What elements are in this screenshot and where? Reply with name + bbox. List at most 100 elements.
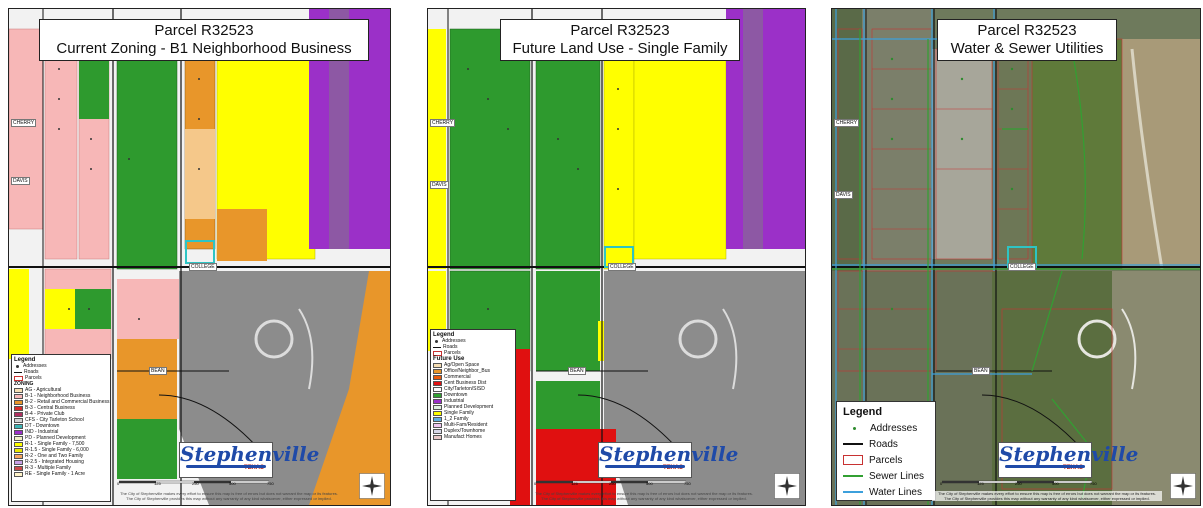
parcel-box-icon (843, 455, 863, 465)
street-label-bean: BEAN (568, 367, 586, 375)
legend-zone-label: R-3 - Multiple Family (25, 465, 71, 471)
disclaimer: The City of Stephenville makes every eff… (535, 491, 753, 501)
legend-zone-label: R-2 - One and Two Family (25, 453, 84, 459)
map-title-line1: Parcel R32523 (570, 22, 670, 39)
zone-swatch-icon (433, 392, 442, 398)
zone-swatch-icon (14, 453, 23, 459)
zone-swatch-icon (433, 428, 442, 434)
legend-zone-label: B-3 - Central Business (25, 405, 76, 411)
scale-tick-label: 750 (267, 481, 274, 486)
scale-tick-label: 250 (1015, 481, 1022, 486)
legend-zone-label: Duplex/Townhome (444, 428, 486, 434)
legend-zone-item: AG - Agricultural (14, 387, 108, 393)
legend-zone-item: R-3 - Multiple Family (14, 465, 108, 471)
zoning-map-panel: CHERRY DAVIS COLLEGE BEAN Parcel R32523 … (8, 8, 391, 506)
map-title-line1: Parcel R32523 (154, 22, 254, 39)
street-label-college: COLLEGE (189, 263, 217, 271)
legend-item-water-lines: Water Lines (843, 484, 929, 500)
zone-swatch-icon (433, 398, 442, 404)
legend-zone-label: B-4 - Private Club (25, 411, 65, 417)
legend-zone-item: Commercial (433, 374, 513, 380)
zone-swatch-icon (14, 417, 23, 423)
legend-zone-label: R-1 - Single Family - 7,500 (25, 441, 85, 447)
legend-zone-item: B-1 - Neighborhood Business (14, 393, 108, 399)
legend-zone-label: City/Tarleton/SISD (444, 386, 485, 392)
road-line-icon (14, 371, 22, 373)
street-label-bean: BEAN (149, 367, 167, 375)
north-arrow-icon (774, 473, 800, 499)
map-title-line2: Current Zoning - B1 Neighborhood Busines… (56, 40, 352, 57)
logo-swoosh (186, 465, 266, 468)
legend-zone-item: 1_2 Family (433, 416, 513, 422)
legend-zone-label: Office/Neighbor_Bus (444, 368, 491, 374)
zone-swatch-icon (433, 422, 442, 428)
legend-zone-label: Multi-Fam/Resident (444, 422, 488, 428)
legend-zone-label: Planned Development (444, 404, 494, 410)
water-line-icon (843, 491, 863, 493)
logo-text: Stephenville (599, 442, 739, 466)
road-line-icon (433, 346, 441, 348)
legend-zone-label: Industrial (444, 398, 465, 404)
legend-zone-label: CFS - City Tarleton School (25, 417, 84, 423)
parcel-box-icon (14, 375, 23, 381)
street-label-college: COLLEGE (608, 263, 636, 271)
zone-swatch-icon (433, 368, 442, 374)
legend-zone-item: R-2 - One and Two Family (14, 453, 108, 459)
legend-zone-item: Planned Development (433, 404, 513, 410)
legend-item-roads: Roads (14, 369, 108, 375)
utilities-map-panel: CHERRY DAVIS COLLEGE BEAN Parcel R32523 … (831, 8, 1201, 506)
stephenville-logo: Stephenville TEXAS (998, 442, 1138, 478)
street-label-davis: DAVIS (430, 181, 449, 189)
scale-tick-label: 750 (684, 481, 691, 486)
legend-item-addresses: Addresses (14, 363, 108, 369)
scale-tick-label: 125 (571, 481, 578, 486)
legend-zone-label: AG - Agricultural (25, 387, 62, 393)
legend-zone-item: R-2.5 - Integrated Housing (14, 459, 108, 465)
scale-tick-label: 500 (1052, 481, 1059, 486)
legend-heading: Legend (843, 406, 883, 418)
zone-swatch-icon (433, 404, 442, 410)
parcel-box-icon (433, 350, 442, 356)
zone-swatch-icon (14, 435, 23, 441)
zone-swatch-icon (14, 423, 23, 429)
scale-tick-label: 125 (154, 481, 161, 486)
legend-item-parcels: Parcels (433, 350, 513, 356)
zone-swatch-icon (433, 410, 442, 416)
legend-zone-label: Ag/Open Space (444, 362, 480, 368)
map-title: Parcel R32523 Future Land Use - Single F… (500, 19, 740, 61)
stephenville-logo: Stephenville TEXAS (179, 442, 320, 478)
legend-item-sewer-lines: Sewer Lines (843, 468, 929, 484)
legend-zone-item: Office/Neighbor_Bus (433, 368, 513, 374)
scale-tick-label: 250 (609, 481, 616, 486)
legend-zone-label: DT - Downtown (25, 423, 60, 429)
scale-tick-label: 500 (646, 481, 653, 486)
zone-swatch-icon (14, 459, 23, 465)
legend-zone-item: Ag/Open Space (433, 362, 513, 368)
legend-zone-item: B-4 - Private Club (14, 411, 108, 417)
address-dot-icon (435, 339, 438, 343)
zone-swatch-icon (14, 447, 23, 453)
legend-zone-item: Manufact Homes (433, 434, 513, 440)
utilities-legend: Legend Addresses Roads Parcels Sewer Lin… (836, 401, 936, 501)
legend-section-zoning: ZONING (14, 381, 34, 387)
address-dot-icon (853, 426, 856, 430)
legend-item-roads: Roads (433, 344, 513, 350)
zone-swatch-icon (433, 416, 442, 422)
future-use-legend: Legend Addresses Roads Parcels Future Us… (430, 329, 516, 501)
zone-swatch-icon (14, 399, 23, 405)
map-title-line2: Future Land Use - Single Family (512, 40, 728, 57)
stephenville-logo: Stephenville TEXAS (598, 442, 739, 478)
logo-subtext: TEXAS (662, 465, 683, 471)
legend-zone-label: R-2.5 - Integrated Housing (25, 459, 84, 465)
legend-zone-label: Cent Business Dist (444, 380, 487, 386)
legend-zone-item: CFS - City Tarleton School (14, 417, 108, 423)
scale-tick-label: 0 (940, 481, 943, 486)
street-label-college: COLLEGE (1008, 263, 1036, 271)
logo-text: Stephenville (180, 442, 320, 466)
legend-item-roads: Roads (843, 436, 929, 452)
north-arrow-icon (359, 473, 385, 499)
road-line-icon (843, 443, 863, 445)
future-land-use-map (428, 9, 805, 505)
scale-tick-label: 500 (229, 481, 236, 486)
